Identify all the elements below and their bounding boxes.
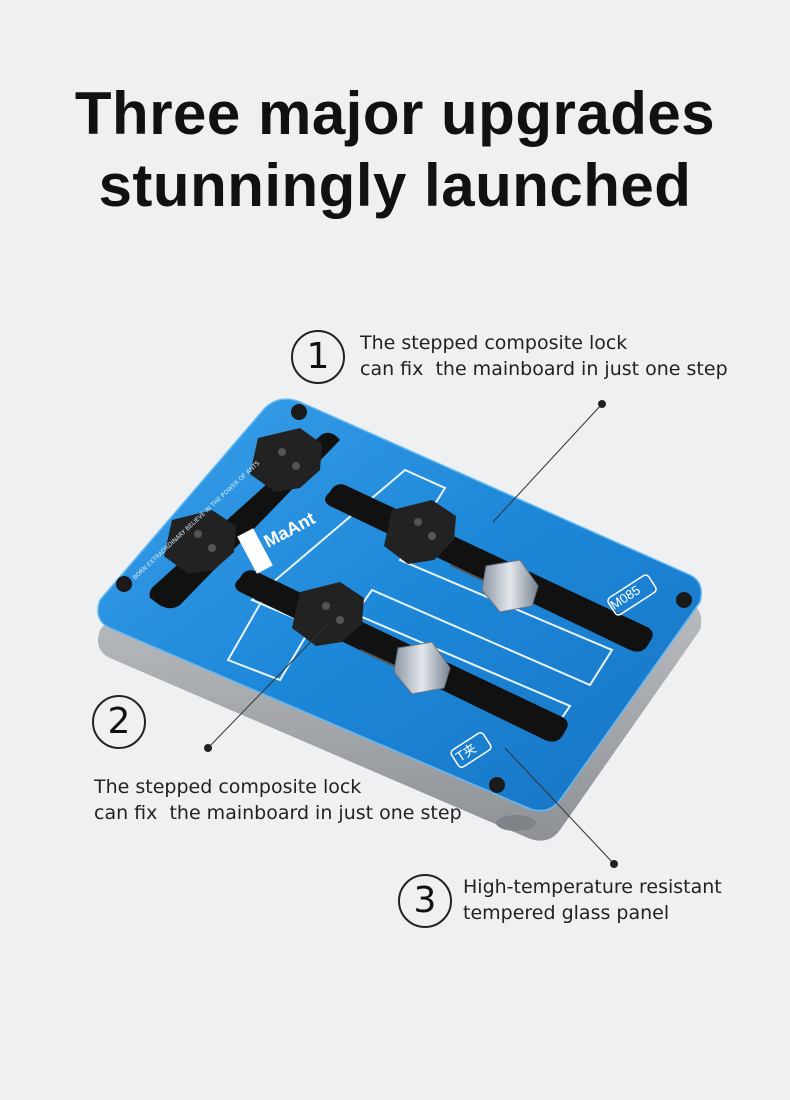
black-clamps — [164, 428, 456, 646]
callout-2-dot — [204, 744, 212, 752]
callout-1-line-2: can fix the mainboard in just one step — [360, 358, 728, 380]
type-badge — [450, 732, 492, 768]
headline-line-1: Three major upgrades — [74, 80, 716, 147]
callout-3-line-1: High-temperature resistant — [463, 876, 722, 898]
callout-1-text: The stepped composite lock can fix the m… — [360, 330, 728, 382]
brand-logo — [237, 528, 273, 574]
callout-1-number: 1 — [291, 330, 345, 384]
headline-line-2: stunningly launched — [98, 152, 692, 219]
callout-2-number: 2 — [92, 695, 146, 749]
callout-2-line-1: The stepped composite lock — [94, 776, 362, 798]
model-badge — [607, 574, 657, 616]
metal-sliders — [393, 559, 539, 695]
page-headline: Three major upgrades stunningly launched — [0, 78, 790, 222]
callout-3-dot — [610, 860, 618, 868]
callout-3-text: High-temperature resistant tempered glas… — [463, 874, 722, 926]
clamp-holes — [194, 448, 436, 624]
callout-leader-lines — [207, 403, 615, 865]
callout-3-number: 3 — [398, 874, 452, 928]
callout-1-dot — [598, 400, 606, 408]
callout-2-line-2: can fix the mainboard in just one step — [94, 802, 462, 824]
callout-2-text: The stepped composite lock can fix the m… — [94, 774, 462, 826]
callout-1-line-1: The stepped composite lock — [360, 332, 628, 354]
corner-screws — [116, 404, 692, 793]
callout-3-line-2: tempered glass panel — [463, 902, 670, 924]
